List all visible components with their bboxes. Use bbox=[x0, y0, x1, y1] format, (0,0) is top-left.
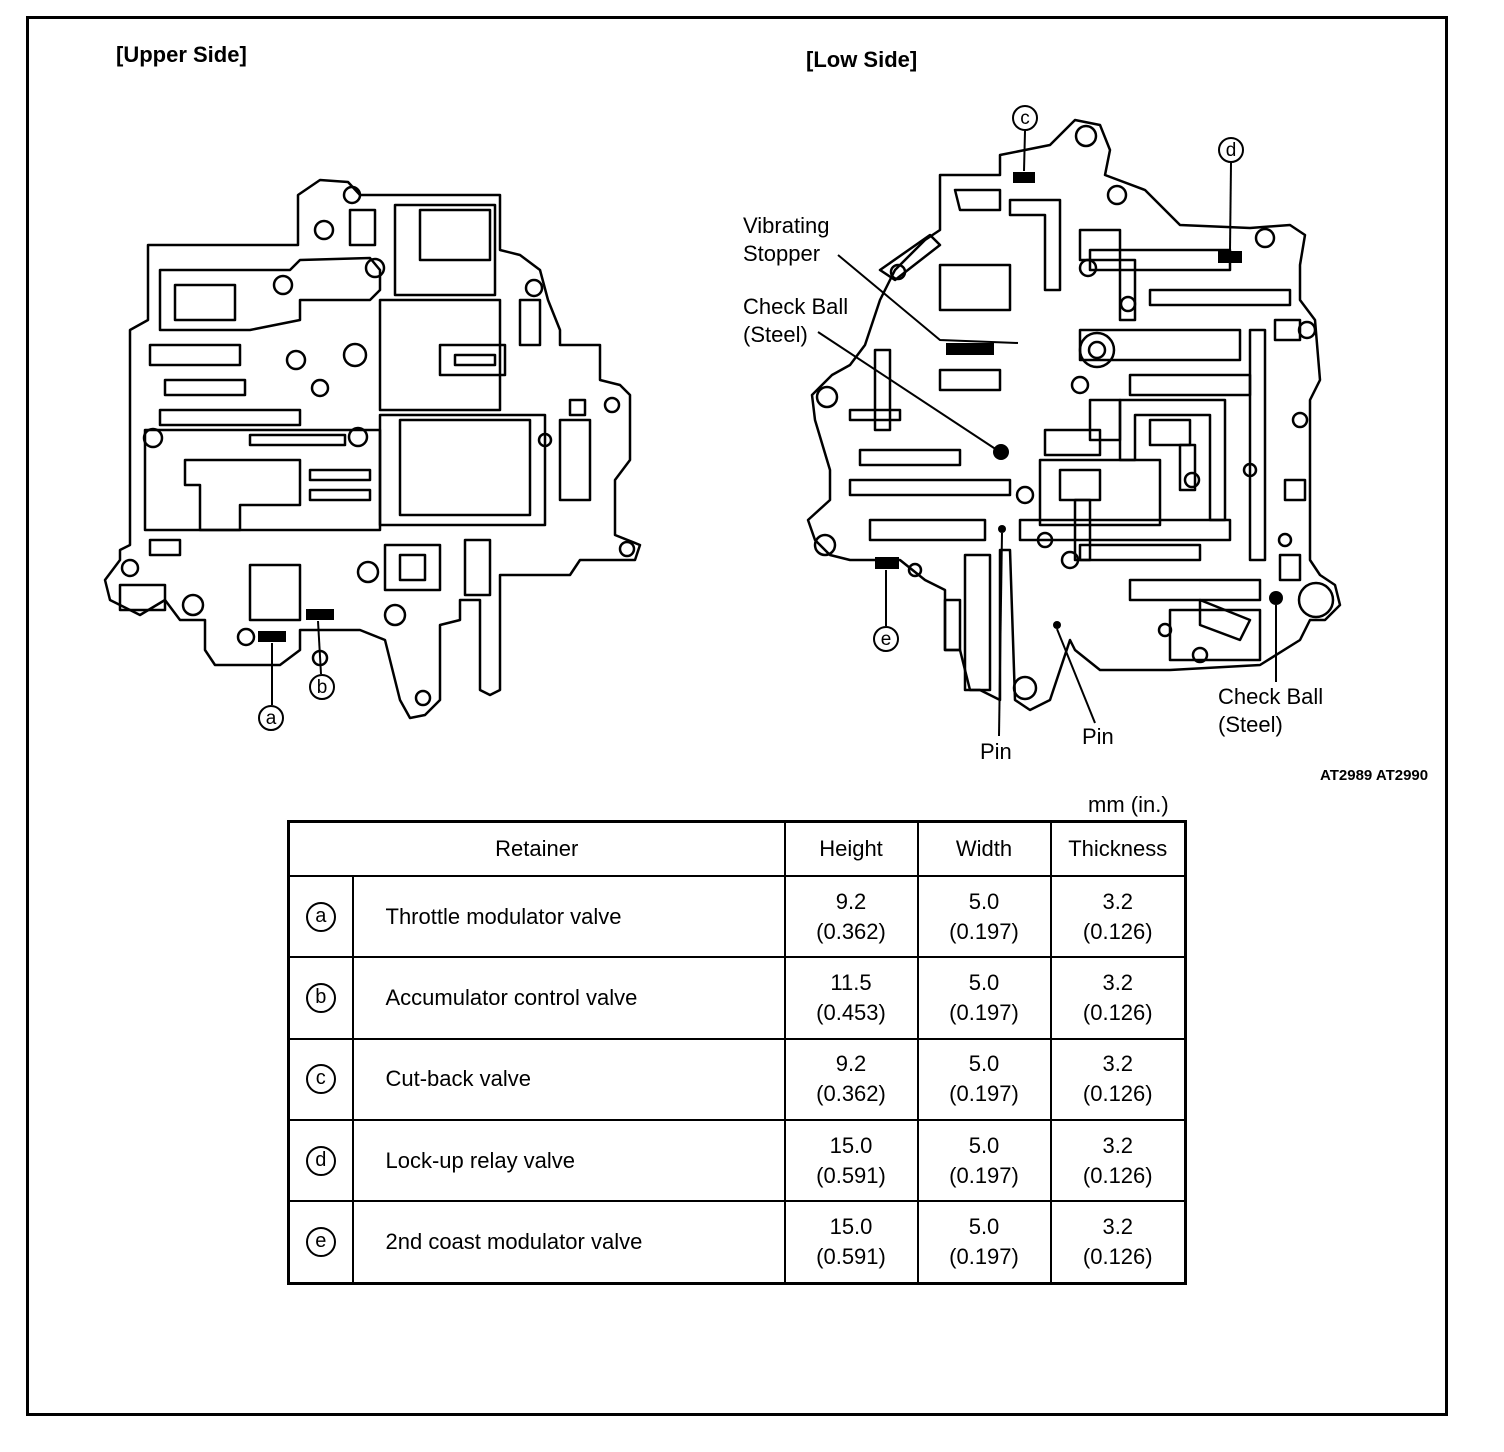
header-width: Width bbox=[916, 820, 1052, 877]
marker-a-letter: a bbox=[266, 708, 277, 729]
row-letter: c bbox=[287, 1037, 354, 1122]
retainer-c-mark bbox=[1013, 172, 1035, 183]
row-width: 5.0(0.197) bbox=[916, 956, 1052, 1040]
vibrating-stopper-mark bbox=[946, 343, 994, 355]
marker-e-circle bbox=[873, 626, 899, 652]
low-valve-body bbox=[806, 118, 1342, 712]
table-row: a Throttle modulator valve 9.2(0.362) 5.… bbox=[287, 874, 1187, 959]
check-ball-left-line1: Check Ball bbox=[743, 294, 849, 319]
leader-pin-right bbox=[1056, 628, 1096, 724]
row-width: 5.0(0.197) bbox=[916, 874, 1052, 959]
pin-left-mark bbox=[998, 525, 1006, 533]
marker-d-circle bbox=[1218, 137, 1244, 163]
valve-body-drawings: a b c d e bbox=[103, 105, 1342, 737]
check-ball-left-label: Check Ball (Steel) bbox=[743, 293, 848, 349]
row-thickness: 3.2(0.126) bbox=[1049, 956, 1187, 1040]
retainer-d-mark bbox=[1218, 251, 1242, 263]
marker-e-letter: e bbox=[881, 629, 892, 650]
pin-left-label: Pin bbox=[980, 739, 1012, 764]
row-thickness: 3.2(0.126) bbox=[1049, 1200, 1187, 1285]
check-ball-right-line2: (Steel) bbox=[1218, 712, 1283, 737]
marker-d-letter: d bbox=[1226, 140, 1237, 161]
unit-label: mm (in.) bbox=[1088, 792, 1169, 817]
header-retainer: Retainer bbox=[287, 820, 786, 877]
row-thickness: 3.2(0.126) bbox=[1049, 1119, 1187, 1203]
row-letter: e bbox=[287, 1200, 354, 1285]
check-ball-left-mark bbox=[993, 444, 1009, 460]
pin-right-label: Pin bbox=[1082, 724, 1114, 749]
row-width: 5.0(0.197) bbox=[916, 1037, 1052, 1122]
leader-d bbox=[1229, 162, 1232, 251]
row-thickness: 3.2(0.126) bbox=[1049, 874, 1187, 959]
row-width: 5.0(0.197) bbox=[916, 1200, 1052, 1285]
row-height: 15.0(0.591) bbox=[783, 1200, 919, 1285]
leader-pin-left bbox=[998, 532, 1003, 737]
upper-valve-body bbox=[103, 178, 642, 720]
table-row: c Cut-back valve 9.2(0.362) 5.0(0.197) 3… bbox=[287, 1037, 1187, 1122]
row-letter: b bbox=[287, 956, 354, 1040]
retainer-a-mark bbox=[258, 631, 286, 642]
row-name: Lock-up relay valve bbox=[351, 1119, 786, 1203]
leader-vibrating-stopper bbox=[837, 254, 1019, 344]
page-frame bbox=[26, 16, 1448, 1416]
check-ball-right-label: Check Ball (Steel) bbox=[1218, 683, 1323, 739]
check-ball-right-line1: Check Ball bbox=[1218, 684, 1324, 709]
table-row: d Lock-up relay valve 15.0(0.591) 5.0(0.… bbox=[287, 1119, 1187, 1203]
vibrating-stopper-line1: Vibrating bbox=[743, 213, 830, 238]
retainer-spec-table: Retainer Height Width Thickness a Thrott… bbox=[287, 820, 1187, 1285]
upper-side-title: [Upper Side] bbox=[116, 42, 247, 67]
figure-code: AT2989 AT2990 bbox=[1320, 767, 1429, 784]
header-height: Height bbox=[783, 820, 919, 877]
row-name: Accumulator control valve bbox=[351, 956, 786, 1040]
row-letter: d bbox=[287, 1119, 354, 1203]
row-height: 11.5(0.453) bbox=[783, 956, 919, 1040]
row-name: Throttle modulator valve bbox=[351, 874, 786, 959]
row-height: 9.2(0.362) bbox=[783, 874, 919, 959]
row-letter: a bbox=[287, 874, 354, 959]
leader-b bbox=[317, 620, 322, 675]
retainer-b-mark bbox=[306, 609, 334, 620]
header-thickness: Thickness bbox=[1049, 820, 1187, 877]
table-row: e 2nd coast modulator valve 15.0(0.591) … bbox=[287, 1200, 1187, 1285]
table-row: b Accumulator control valve 11.5(0.453) … bbox=[287, 956, 1187, 1040]
row-height: 9.2(0.362) bbox=[783, 1037, 919, 1122]
row-width: 5.0(0.197) bbox=[916, 1119, 1052, 1203]
marker-c-circle bbox=[1012, 105, 1038, 131]
low-side-title: [Low Side] bbox=[806, 47, 918, 72]
row-name: Cut-back valve bbox=[351, 1037, 786, 1122]
retainer-e-mark bbox=[875, 557, 899, 569]
row-thickness: 3.2(0.126) bbox=[1049, 1037, 1187, 1122]
table-header-row: Retainer Height Width Thickness bbox=[287, 820, 1187, 877]
row-height: 15.0(0.591) bbox=[783, 1119, 919, 1203]
leader-c bbox=[1023, 130, 1026, 172]
pin-right-mark bbox=[1053, 621, 1061, 629]
vibrating-stopper-label: Vibrating Stopper bbox=[743, 212, 829, 268]
check-ball-right-mark bbox=[1269, 591, 1283, 605]
marker-b-letter: b bbox=[317, 677, 328, 698]
check-ball-left-line2: (Steel) bbox=[743, 322, 808, 347]
marker-a-circle bbox=[258, 705, 284, 731]
row-name: 2nd coast modulator valve bbox=[351, 1200, 786, 1285]
vibrating-stopper-line2: Stopper bbox=[743, 241, 821, 266]
marker-b-circle bbox=[309, 674, 335, 700]
leader-check-ball-left bbox=[817, 331, 998, 451]
marker-c-letter: c bbox=[1020, 108, 1030, 129]
